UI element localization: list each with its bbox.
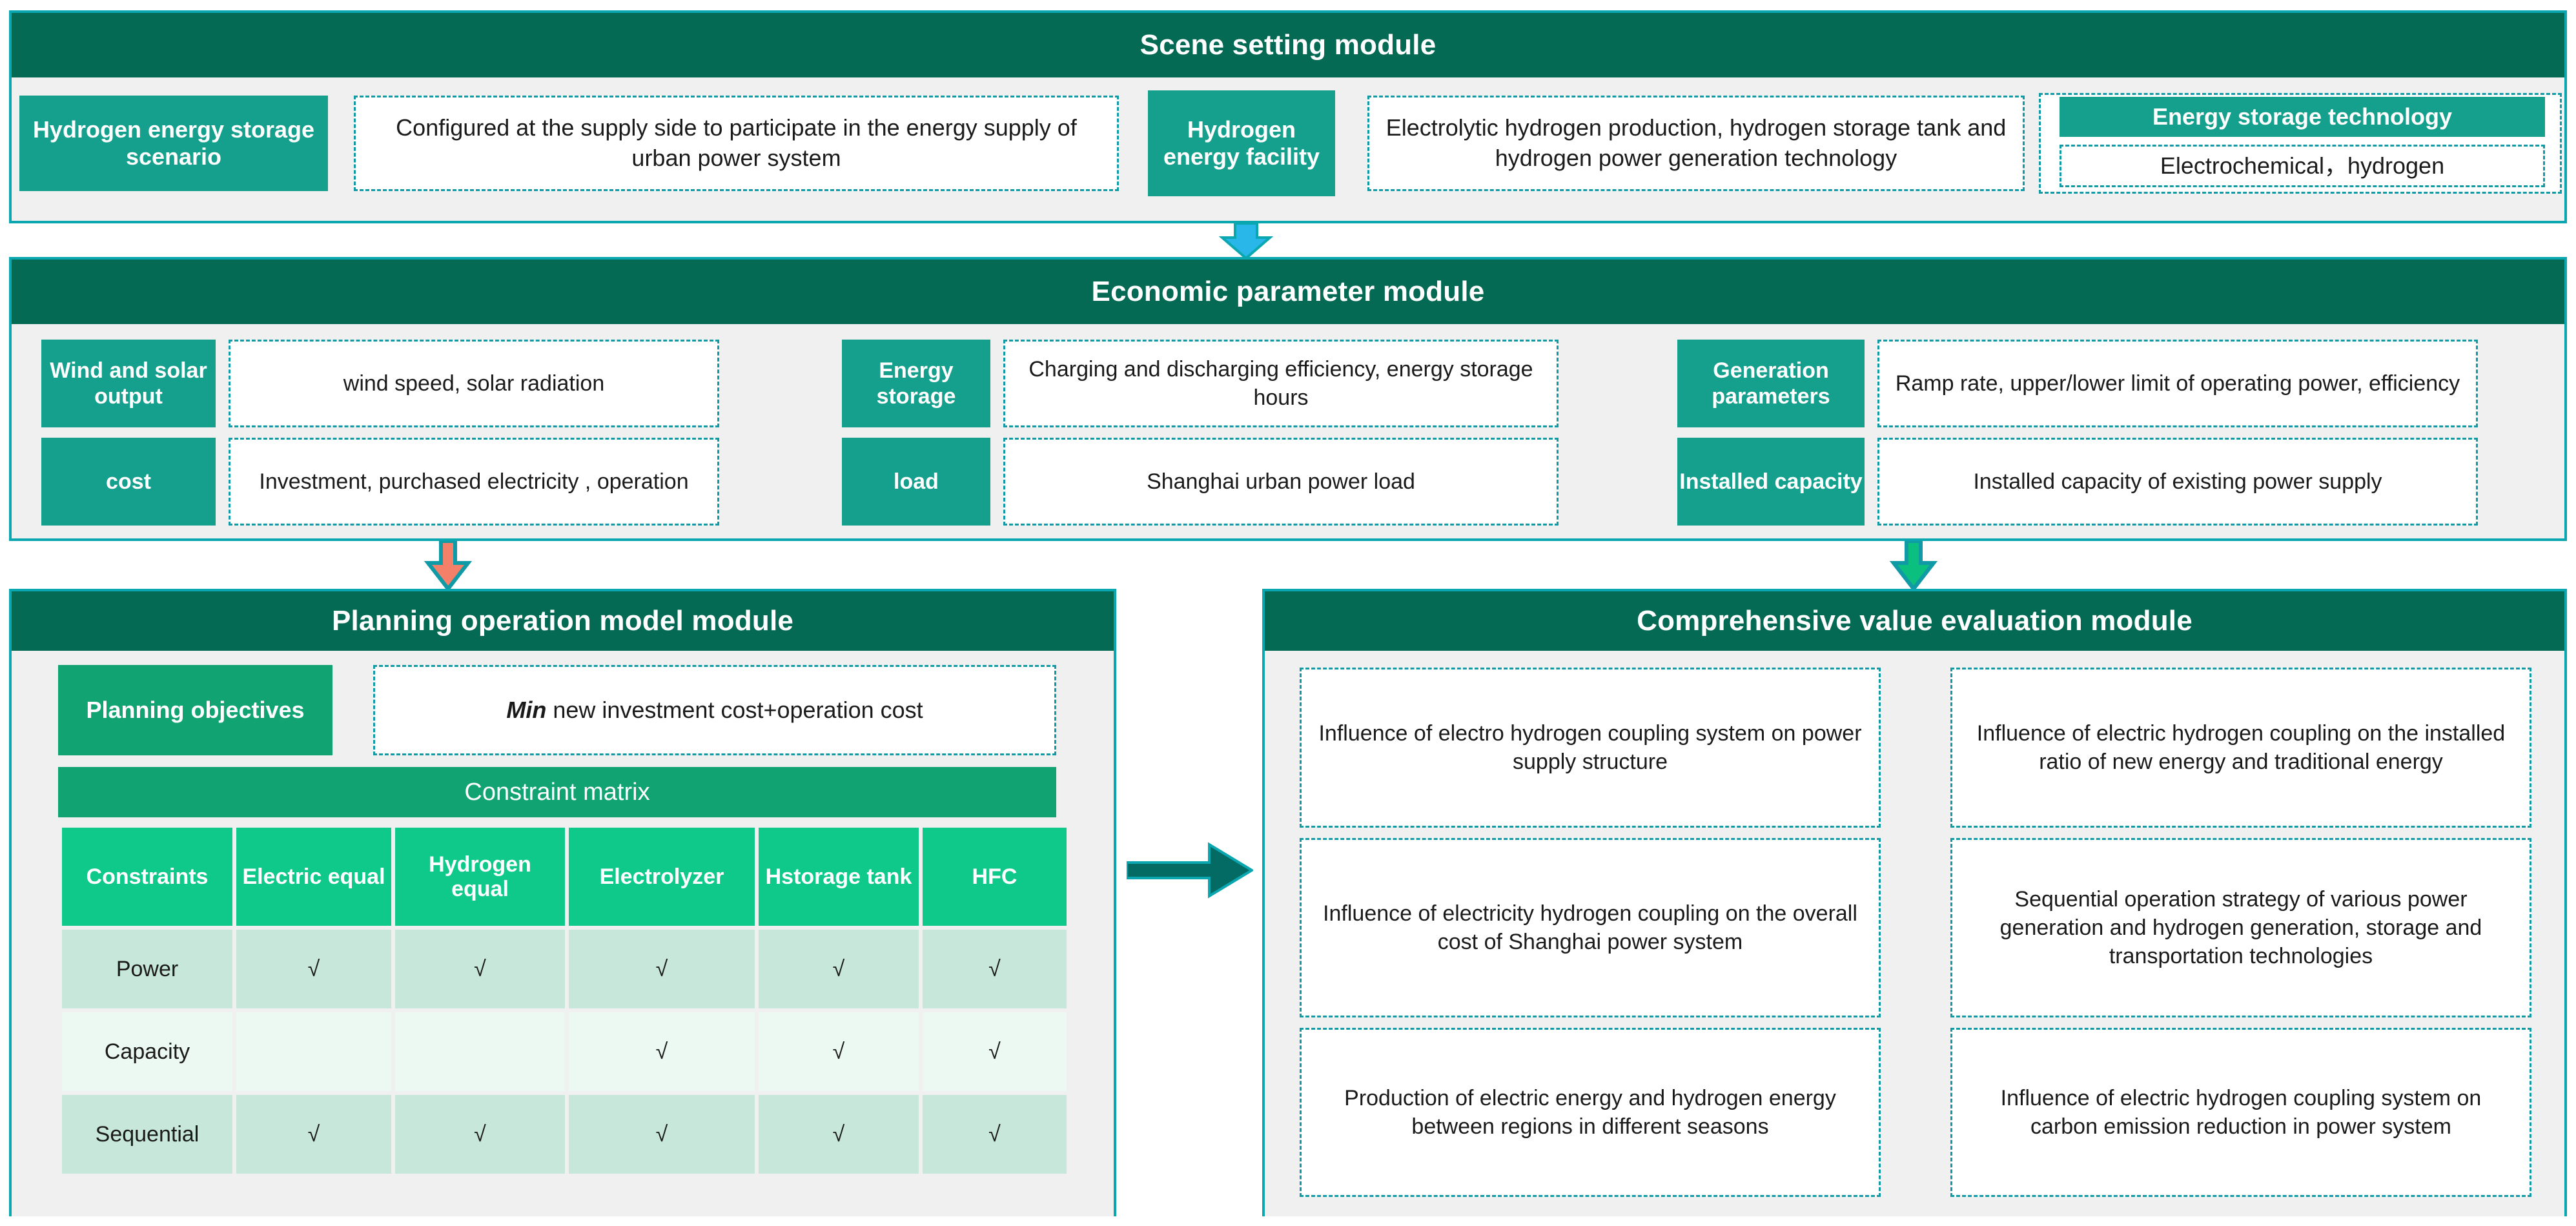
cell-sequential-hydrogen-equal: √ xyxy=(395,1095,565,1174)
cell-power-hfc: √ xyxy=(923,930,1067,1008)
energy-storage-technology-label: Energy storage technology xyxy=(2060,97,2545,137)
objective-expression: new investment cost+operation cost xyxy=(546,696,923,723)
comprehensive-value-body: Influence of electro hydrogen coupling s… xyxy=(1265,651,2564,1216)
cell-capacity-hfc: √ xyxy=(923,1012,1067,1091)
table-row: Sequential √ √ √ √ √ xyxy=(62,1095,1067,1174)
econ-label-cost: cost xyxy=(41,438,216,526)
constraint-matrix-table: Constraints Electric equal Hydrogen equa… xyxy=(58,824,1070,1178)
arrow-economic-to-comprehensive-icon xyxy=(1888,539,1939,592)
hydrogen-energy-facility-value: Electrolytic hydrogen production, hydrog… xyxy=(1367,96,2025,191)
cell-capacity-hydrogen-equal xyxy=(395,1012,565,1091)
arrow-economic-to-planning-icon xyxy=(423,539,473,592)
econ-value-load: Shanghai urban power load xyxy=(1003,438,1559,526)
col-header-hfc: HFC xyxy=(923,828,1067,926)
econ-value-energy-storage: Charging and discharging efficiency, ene… xyxy=(1003,340,1559,427)
col-header-constraints: Constraints xyxy=(62,828,232,926)
cell-capacity-electrolyzer: √ xyxy=(569,1012,755,1091)
econ-value-wind-solar-output: wind speed, solar radiation xyxy=(229,340,719,427)
econ-value-generation-parameters: Ramp rate, upper/lower limit of operatin… xyxy=(1877,340,2478,427)
econ-label-generation-parameters: Generation parameters xyxy=(1677,340,1865,427)
cell-capacity-electric-equal xyxy=(236,1012,391,1091)
table-header-row: Constraints Electric equal Hydrogen equa… xyxy=(62,828,1067,926)
cell-sequential-electric-equal: √ xyxy=(236,1095,391,1174)
min-keyword: Min xyxy=(506,696,547,723)
col-header-electric-equal: Electric equal xyxy=(236,828,391,926)
cell-sequential-hstorage-tank: √ xyxy=(759,1095,919,1174)
evaluation-item-sequential-operation-strategy: Sequential operation strategy of various… xyxy=(1950,838,2531,1017)
col-header-hydrogen-equal: Hydrogen equal xyxy=(395,828,565,926)
table-row: Power √ √ √ √ √ xyxy=(62,930,1067,1008)
evaluation-item-power-supply-structure: Influence of electro hydrogen coupling s… xyxy=(1300,668,1881,828)
economic-parameter-body: Wind and solar output wind speed, solar … xyxy=(12,324,2564,538)
cell-sequential-electrolyzer: √ xyxy=(569,1095,755,1174)
planning-objectives-value: Min new investment cost+operation cost xyxy=(373,665,1056,755)
econ-value-installed-capacity: Installed capacity of existing power sup… xyxy=(1877,438,2478,526)
cell-sequential-hfc: √ xyxy=(923,1095,1067,1174)
scene-setting-module: Scene setting module Hydrogen energy sto… xyxy=(9,10,2567,223)
arrow-scene-to-economic-icon xyxy=(1217,222,1275,260)
row-label-sequential: Sequential xyxy=(62,1095,232,1174)
arrow-planning-to-comprehensive-icon xyxy=(1125,839,1254,901)
row-label-capacity: Capacity xyxy=(62,1012,232,1091)
col-header-hstorage-tank: Hstorage tank xyxy=(759,828,919,926)
scene-setting-title: Scene setting module xyxy=(12,13,2564,77)
evaluation-item-overall-cost: Influence of electricity hydrogen coupli… xyxy=(1300,838,1881,1017)
cell-power-hstorage-tank: √ xyxy=(759,930,919,1008)
evaluation-item-installed-ratio: Influence of electric hydrogen coupling … xyxy=(1950,668,2531,828)
evaluation-item-carbon-emission-reduction: Influence of electric hydrogen coupling … xyxy=(1950,1028,2531,1197)
cell-power-electric-equal: √ xyxy=(236,930,391,1008)
cell-power-hydrogen-equal: √ xyxy=(395,930,565,1008)
econ-label-wind-solar-output: Wind and solar output xyxy=(41,340,216,427)
row-label-power: Power xyxy=(62,930,232,1008)
planning-operation-model-module: Planning operation model module Planning… xyxy=(9,589,1116,1216)
planning-operation-body: Planning objectives Min new investment c… xyxy=(12,651,1114,1216)
constraint-matrix-title: Constraint matrix xyxy=(58,767,1056,817)
energy-storage-technology-value: Electrochemical，hydrogen xyxy=(2060,145,2545,187)
planning-objectives-label: Planning objectives xyxy=(58,665,332,755)
hydrogen-energy-facility-label: Hydrogen energy facility xyxy=(1148,90,1335,196)
econ-label-installed-capacity: Installed capacity xyxy=(1677,438,1865,526)
planning-operation-title: Planning operation model module xyxy=(12,591,1114,651)
table-row: Capacity √ √ √ xyxy=(62,1012,1067,1091)
constraint-matrix-table-wrap: Constraints Electric equal Hydrogen equa… xyxy=(58,824,1067,1178)
scene-setting-body: Hydrogen energy storage scenario Configu… xyxy=(12,77,2564,221)
economic-parameter-title: Economic parameter module xyxy=(12,260,2564,324)
cell-power-electrolyzer: √ xyxy=(569,930,755,1008)
hydrogen-energy-storage-scenario-value: Configured at the supply side to partici… xyxy=(354,96,1119,191)
econ-value-cost: Investment, purchased electricity , oper… xyxy=(229,438,719,526)
cell-capacity-hstorage-tank: √ xyxy=(759,1012,919,1091)
comprehensive-value-title: Comprehensive value evaluation module xyxy=(1265,591,2564,651)
comprehensive-value-evaluation-module: Comprehensive value evaluation module In… xyxy=(1262,589,2567,1216)
evaluation-item-regional-seasonal-production: Production of electric energy and hydrog… xyxy=(1300,1028,1881,1197)
econ-label-load: load xyxy=(842,438,990,526)
col-header-electrolyzer: Electrolyzer xyxy=(569,828,755,926)
econ-label-energy-storage: Energy storage xyxy=(842,340,990,427)
economic-parameter-module: Economic parameter module Wind and solar… xyxy=(9,257,2567,541)
hydrogen-energy-storage-scenario-label: Hydrogen energy storage scenario xyxy=(19,96,328,191)
